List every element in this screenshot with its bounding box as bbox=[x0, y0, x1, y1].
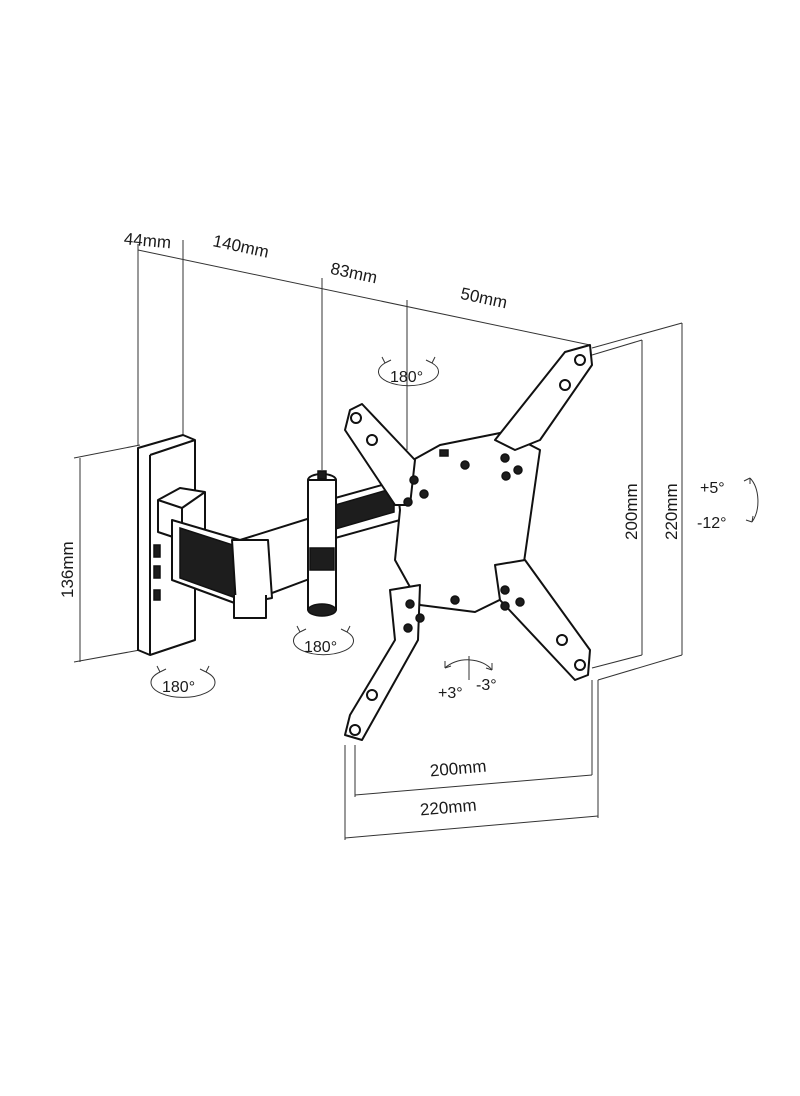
dim-220mm-vertical: 220mm bbox=[662, 483, 681, 540]
dim-200mm-horizontal: 200mm bbox=[429, 757, 487, 781]
angle-rotation-plus: +3° bbox=[438, 685, 463, 702]
angle-rotation-minus: -3° bbox=[476, 677, 497, 694]
dim-44mm: 44mm bbox=[123, 229, 172, 252]
dim-200mm-vertical: 200mm bbox=[622, 483, 641, 540]
swivel-top-annotation bbox=[378, 350, 439, 387]
dim-83mm: 83mm bbox=[329, 259, 379, 287]
dim-50mm: 50mm bbox=[459, 284, 509, 312]
dim-140mm: 140mm bbox=[211, 231, 270, 261]
swivel-wall-annotation bbox=[150, 665, 216, 698]
angle-tilt-down: -12° bbox=[697, 515, 727, 532]
tilt-annotation bbox=[743, 477, 759, 523]
top-dimension-lines bbox=[137, 240, 591, 470]
rotation-annotation bbox=[444, 656, 493, 680]
vesa-bracket bbox=[344, 344, 593, 741]
bottom-dimension-lines bbox=[344, 680, 599, 840]
angle-swivel-wall: 180° bbox=[162, 679, 195, 696]
angle-swivel-middle: 180° bbox=[304, 639, 337, 656]
left-dimension-lines bbox=[73, 444, 141, 663]
swivel-middle-annotation bbox=[293, 625, 354, 656]
dim-136mm: 136mm bbox=[58, 541, 77, 598]
angle-tilt-up: +5° bbox=[700, 480, 725, 497]
right-dimension-lines bbox=[591, 322, 683, 681]
dim-220mm-horizontal: 220mm bbox=[419, 796, 477, 820]
angle-swivel-top: 180° bbox=[390, 369, 423, 386]
